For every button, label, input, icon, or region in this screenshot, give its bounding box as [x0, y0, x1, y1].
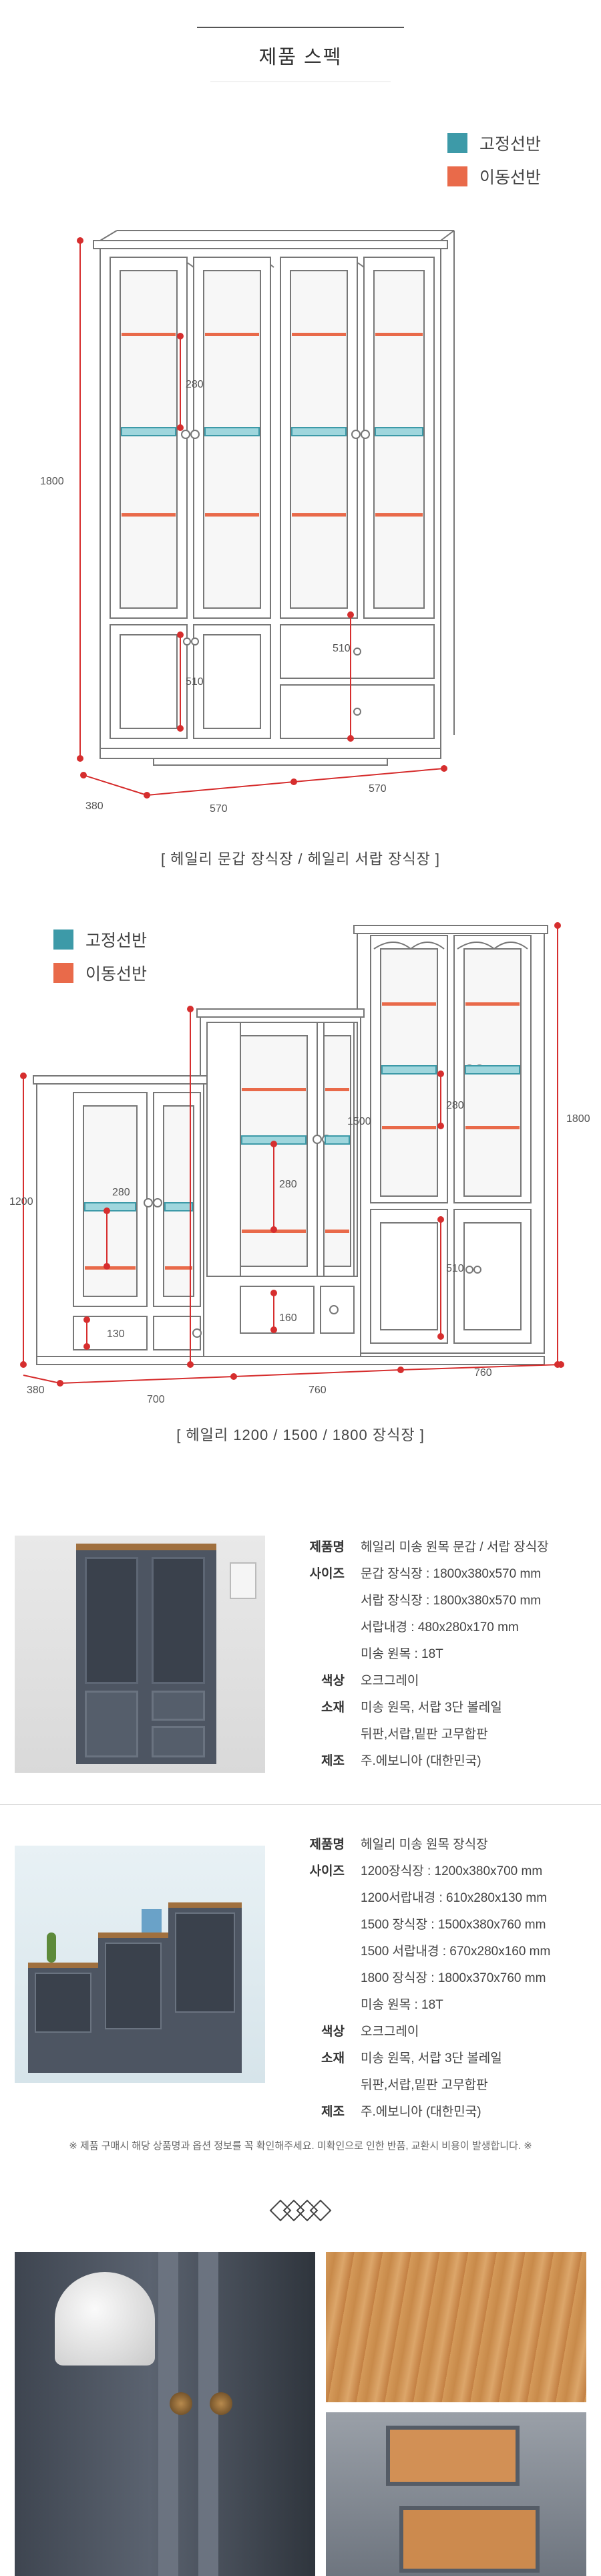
legend-movable: 이동선반 [447, 164, 541, 188]
detail-photo-wood-grain [326, 2252, 586, 2402]
spec1-row: 미송 원목 : 18T [361, 1647, 443, 1661]
dim-gap-c: 280 [446, 1100, 464, 1111]
spec2-row: 1500 서랍내경 : 670x280x160 mm [361, 1945, 551, 1959]
dim-width-right: 570 [369, 783, 387, 795]
fixed-swatch-icon [53, 929, 73, 950]
diagram-three-cabinets [20, 922, 564, 1387]
diagram2-caption: [ 헤일리 1200 / 1500 / 1800 장식장 ] [176, 1427, 425, 1443]
dim-width-left: 570 [210, 803, 228, 815]
legend-movable-2: 이동선반 [53, 961, 147, 985]
fixed-swatch-icon [447, 133, 467, 153]
purchase-note: ※ 제품 구매시 해당 상품명과 옵션 정보를 꼭 확인해주세요. 미확인으로 … [69, 2140, 532, 2152]
dim-w760a: 760 [309, 1385, 327, 1396]
spec2-row: 1800 장식장 : 1800x370x760 mm [361, 1971, 546, 1985]
dim-drawer-a: 130 [107, 1328, 125, 1340]
product-photo-cabinet [15, 1536, 265, 1773]
dim-drawer-b: 160 [279, 1312, 297, 1324]
dim-lower-right: 510 [333, 643, 351, 654]
spec1-row: 서랍내경 : 480x280x170 mm [361, 1620, 519, 1634]
dim-gap-b: 280 [279, 1179, 297, 1190]
dim-lower-left: 510 [186, 676, 204, 688]
legend-fixed-2: 고정선반 [53, 927, 147, 952]
spec2-row: 1200서랍내경 : 610x280x130 mm [361, 1891, 548, 1905]
spec2-row: 뒤판,서랍,밑판 고무합판 [361, 2078, 488, 2092]
product-photo-cabinet-set [15, 1846, 265, 2083]
dim-gap-a: 280 [112, 1187, 130, 1198]
dim-w700: 700 [147, 1394, 165, 1405]
diagram-two-cabinets [77, 230, 455, 799]
section-divider [0, 1804, 601, 1805]
dim-height: 1800 [40, 476, 64, 487]
diagram1-caption: [ 헤일리 문갑 장식장 / 헤일리 서랍 장식장 ] [160, 851, 441, 867]
spec1-row: 서랍 장식장 : 1800x380x570 mm [361, 1594, 542, 1608]
movable-swatch-icon [53, 963, 73, 983]
dim-h1800: 1800 [566, 1113, 590, 1125]
dim-depth-2: 380 [27, 1385, 45, 1396]
dim-w760b: 760 [474, 1367, 492, 1379]
legend-fixed: 고정선반 [447, 131, 541, 155]
ornament-icon [269, 2199, 332, 2222]
spec2-row: 1500 장식장 : 1500x380x760 mm [361, 1918, 546, 1932]
dim-depth: 380 [85, 801, 104, 812]
movable-swatch-icon [447, 166, 467, 186]
page-title: 제품 스펙 [258, 47, 343, 68]
detail-photo-door-knobs [15, 2252, 315, 2576]
dim-h1200: 1200 [9, 1196, 33, 1207]
title-top-line [197, 27, 404, 28]
dim-lower-c: 510 [446, 1263, 464, 1274]
spec1-row: 뒤판,서랍,밑판 고무합판 [361, 1727, 488, 1741]
detail-photo-drawers [326, 2412, 586, 2576]
spec2-row: 미송 원목 : 18T [361, 1998, 443, 2012]
dim-shelf-gap: 280 [186, 379, 204, 390]
dim-h1500: 1500 [347, 1116, 371, 1127]
